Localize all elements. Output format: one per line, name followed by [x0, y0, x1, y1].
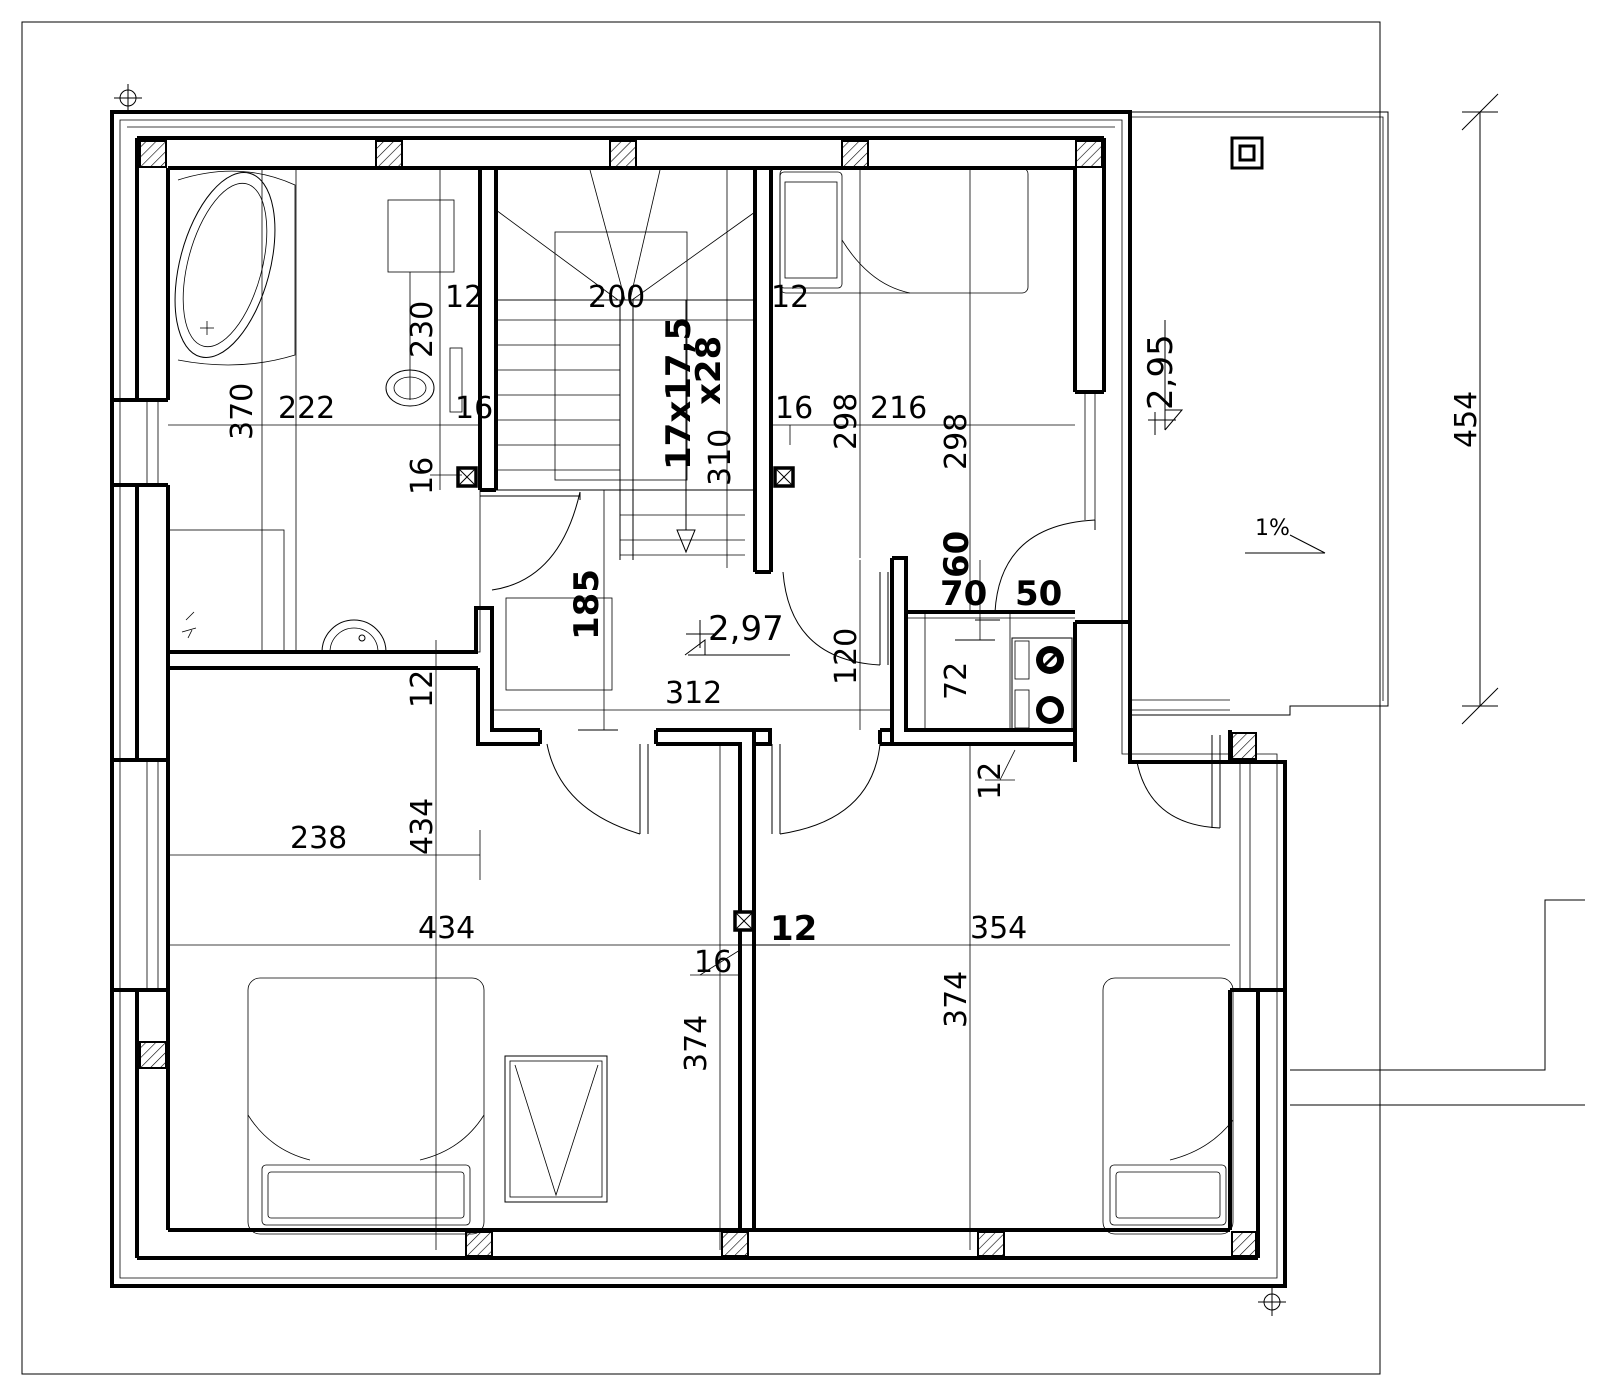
dim-kitchen-60: 60: [937, 531, 977, 578]
dimension-labels: 370 222 230 12 200 12 310 17x17,5 x28 16…: [225, 280, 1484, 1072]
dim-bath-height: 370: [225, 383, 260, 440]
level-terrace: 2,95: [1141, 334, 1181, 410]
dim-hall-width: 312: [665, 676, 722, 711]
stove-burner-icon: [1036, 696, 1064, 724]
level-hall: 2,97: [708, 609, 784, 649]
dim-kitchen-50: 50: [1015, 574, 1062, 614]
dim-bed-ne-height2: 298: [939, 413, 974, 470]
dim-steps-count: x28: [689, 336, 729, 405]
grid-marker-icon: [114, 84, 142, 112]
dim-wall-left: 12: [445, 280, 483, 315]
dim-hall-wall-12: 12: [405, 670, 440, 708]
dim-wall16-d: 16: [694, 945, 732, 980]
dim-bed-se-354: 354: [970, 911, 1027, 946]
level-mark-icon: [1148, 320, 1184, 435]
dim-kitchen-70: 70: [940, 574, 987, 614]
dim-wall16-a: 16: [455, 391, 493, 426]
bedroom-sw-furniture: [247, 640, 721, 1250]
level-mark-icon: [684, 620, 790, 656]
stove: [924, 611, 1073, 731]
bathroom-fixtures: [167, 167, 481, 653]
ventilation-shaft-icon: [456, 466, 478, 488]
ventilation-shaft-icon: [773, 466, 795, 488]
dim-bed-ne-height: 298: [829, 393, 864, 450]
bedroom-ne-furniture: [779, 167, 1029, 612]
dim-bed-se-374: 374: [939, 971, 974, 1028]
dim-wall16-b: 16: [405, 457, 440, 495]
dim-bed-sw-374: 374: [679, 1015, 714, 1072]
dim-stair-width: 200: [588, 280, 645, 315]
stove-burner-icon: [1036, 646, 1064, 674]
dim-wall16-c: 16: [775, 391, 813, 426]
dim-terrace-454: 454: [1449, 391, 1484, 448]
dim-bath-width: 222: [278, 391, 335, 426]
dim-hall-depth: 185: [567, 569, 607, 640]
chimney-icon: [1230, 136, 1264, 170]
dim-stair-depth: 310: [703, 429, 738, 486]
dim-steps: 17x17,5: [659, 317, 699, 470]
dim-bed-ne-width: 216: [870, 391, 927, 426]
dim-kitchen-12: 12: [973, 762, 1008, 800]
dim-mid-wall-12: 12: [770, 909, 817, 949]
dim-bed-sw-434v: 434: [405, 798, 440, 855]
dim-kitchen-72: 72: [939, 662, 974, 700]
dim-door-120: 120: [829, 628, 864, 685]
dim-bath-upper: 230: [405, 301, 440, 358]
dim-bed-sw-238: 238: [290, 821, 347, 856]
staircase: [495, 167, 756, 568]
dimension-lines: [168, 168, 1230, 976]
dim-wall-right: 12: [771, 280, 809, 315]
wall-pillars: [139, 140, 1257, 1257]
drawing-frame: [21, 21, 1381, 1375]
doors: [480, 491, 1221, 835]
terrace: [1130, 93, 1585, 1106]
dim-bed-sw-434h: 434: [418, 911, 475, 946]
ventilation-shaft-icon: [733, 910, 755, 932]
bedroom-se-furniture: [969, 744, 1234, 1250]
grid-marker-icon: [1258, 1288, 1286, 1316]
terrace-slope: 1%: [1255, 516, 1290, 541]
